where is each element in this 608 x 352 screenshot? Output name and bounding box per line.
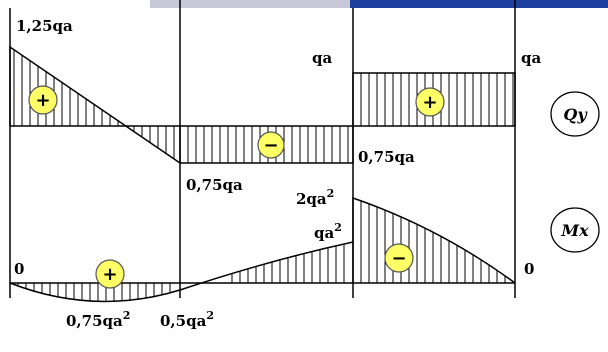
label-moment-zero-left: 0: [14, 260, 24, 278]
shear-hatch-right: [360, 73, 514, 126]
shear-sign-minus: −: [257, 131, 285, 159]
moment-sign-plus: +: [95, 259, 125, 289]
label-075qa2: 0,75qa2: [66, 309, 130, 330]
label-05qa2: 0,5qa2: [160, 309, 214, 330]
svg-text:Mx: Mx: [560, 221, 589, 240]
shear-outline-right: [352, 72, 516, 126]
label-2qa2: 2qa2: [296, 187, 334, 208]
label-075qa-right: 0,75qa: [358, 148, 415, 166]
label-075qa-left: 0,75qa: [186, 176, 243, 194]
moment-sign-minus: −: [384, 243, 414, 273]
moment-outline-right: [352, 196, 516, 284]
top-band-blue: [350, 0, 608, 8]
shear-sign-plus-right: +: [415, 87, 445, 117]
top-band-gray: [150, 0, 350, 8]
moment-hatch-right: [360, 200, 506, 283]
svg-text:−: −: [391, 248, 406, 269]
moment-outline-mid: [179, 241, 354, 291]
svg-text:+: +: [422, 92, 437, 113]
moment-outline-left: [9, 282, 181, 303]
svg-text:+: +: [102, 264, 117, 285]
shear-sign-plus-left: +: [28, 85, 58, 115]
moment-hatch-middle: [231, 243, 345, 283]
qy-badge: Qy: [550, 91, 600, 137]
label-moment-zero-right: 0: [524, 260, 534, 278]
label-1-25qa: 1,25qa: [16, 17, 73, 35]
svg-text:−: −: [263, 135, 278, 156]
svg-text:+: +: [35, 90, 50, 111]
label-qa-mid: qa: [312, 49, 332, 67]
svg-text:Qy: Qy: [563, 105, 588, 124]
label-qa-right: qa: [521, 49, 541, 67]
shear-hatch-left: [13, 49, 175, 159]
shear-hatch-middle: [187, 126, 349, 163]
mx-badge: Mx: [550, 207, 600, 253]
moment-hatch-left: [17, 283, 171, 302]
label-qa2: qa2: [314, 221, 342, 242]
shear-outline-mid: [179, 126, 354, 164]
shear-outline-left: [9, 45, 181, 164]
